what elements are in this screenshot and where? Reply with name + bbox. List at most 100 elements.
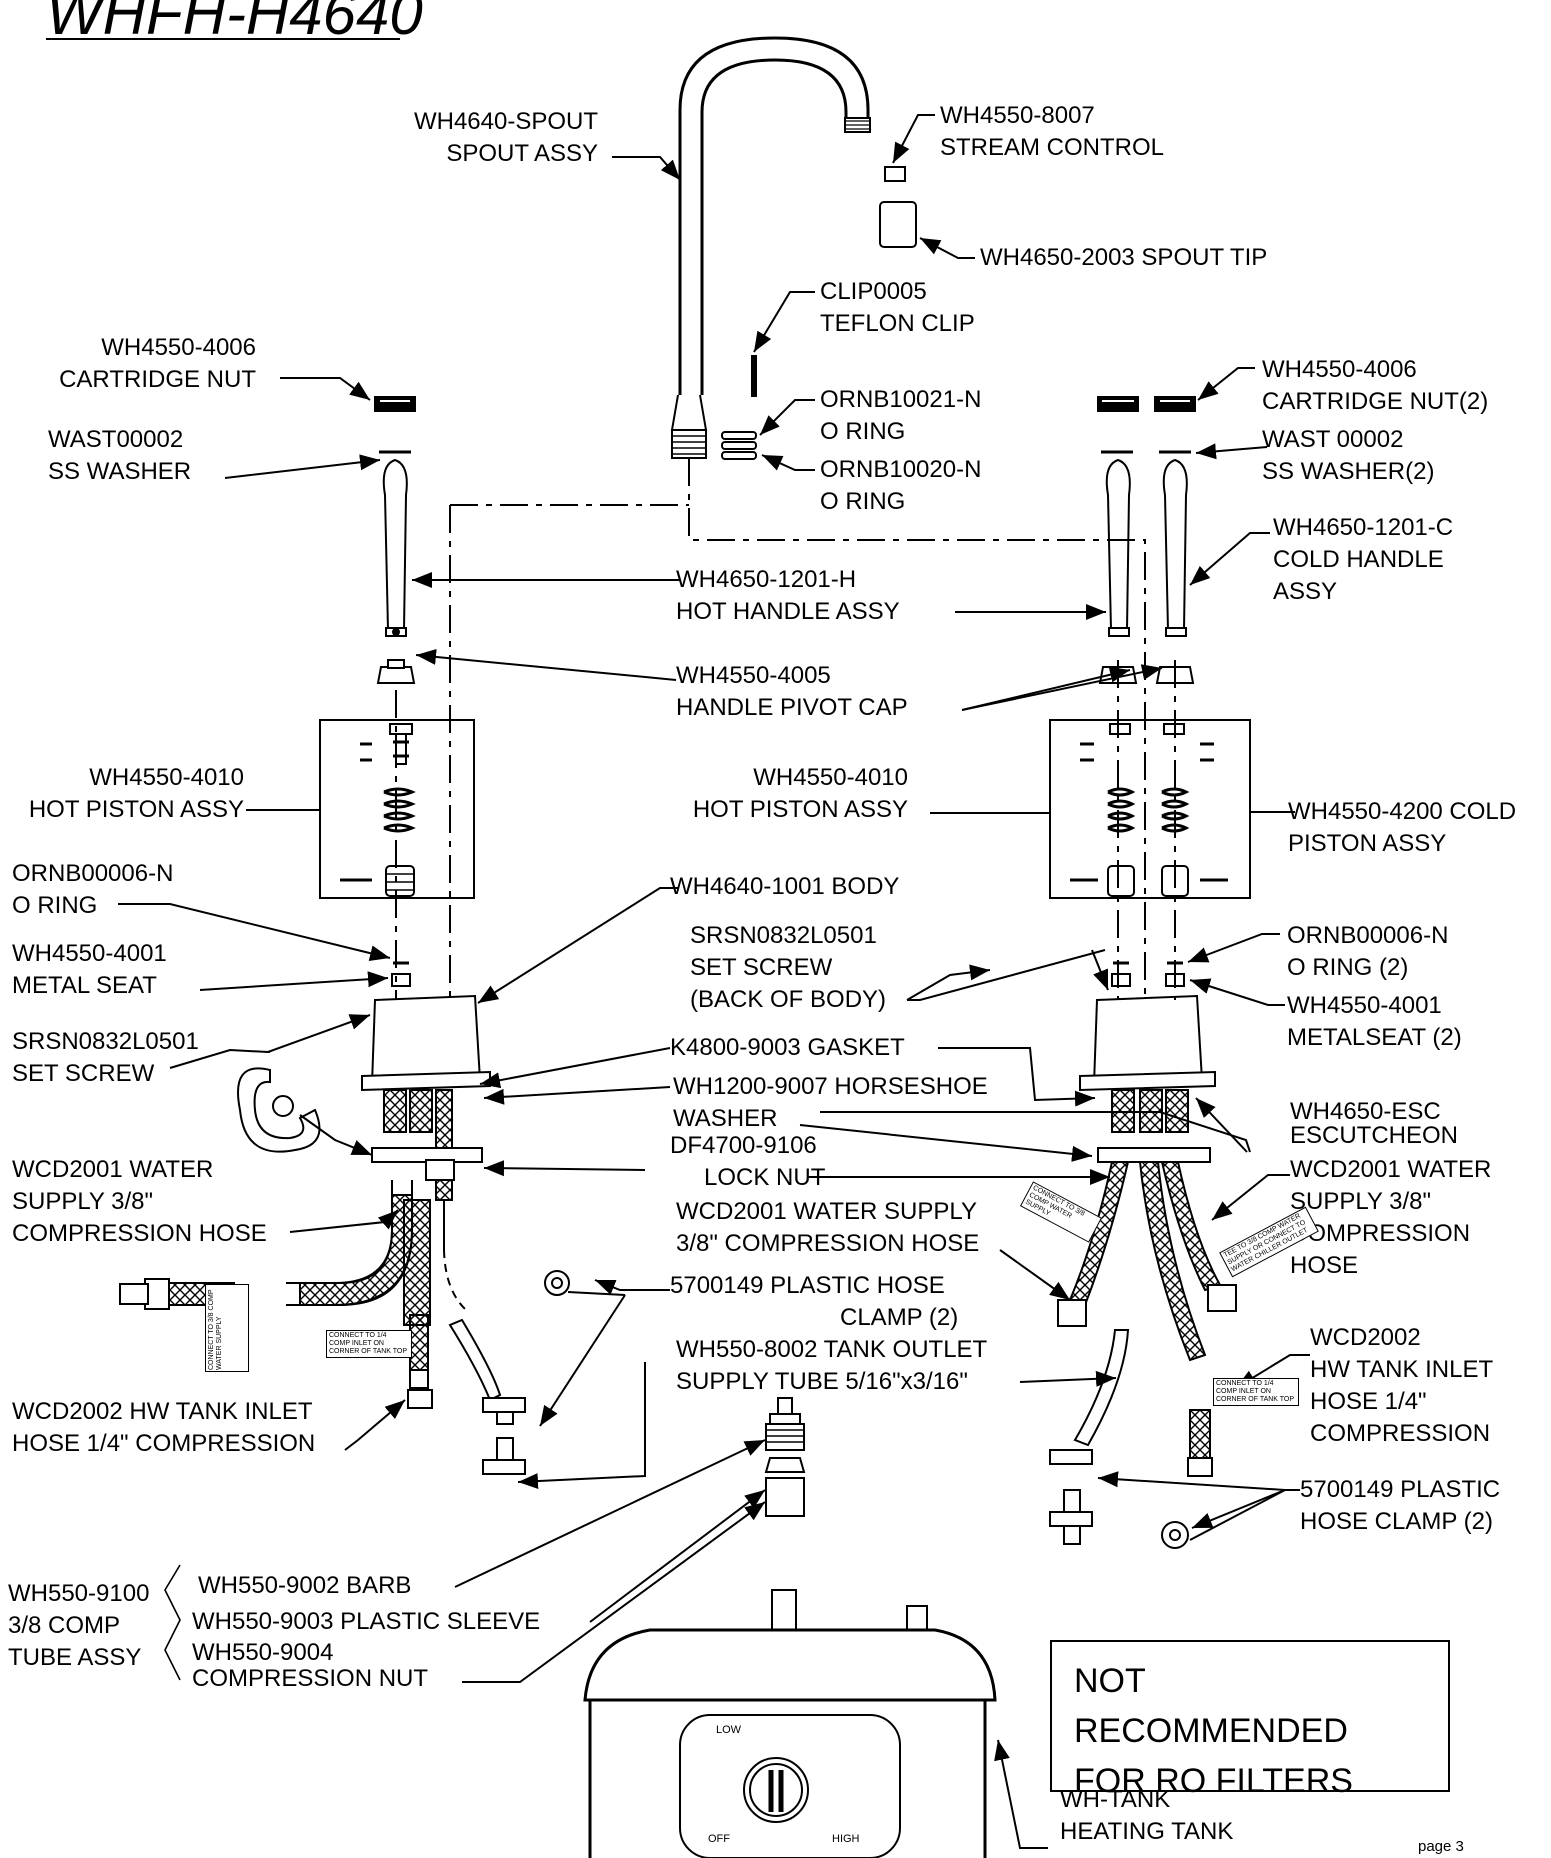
callout-comp-nut: WH550-9004 COMPRESSION NUT [192,1640,428,1692]
callout-text: WH4640-SPOUT [413,108,598,135]
callout-metal-seat-right: WH4550-4001 METALSEAT (2) [1287,990,1462,1054]
callout-tank-outlet: WH550-8002 TANK OUTLET SUPPLY TUBE 5/16"… [676,1334,987,1398]
callout-text: ASSY [1273,578,1338,605]
hose-tag-inlet-left: CONNECT TO 1/4 COMP INLET ON CORNER OF T… [326,1330,412,1358]
callout-hose-clamp-right: 5700149 PLASTIC HOSE CLAMP (2) [1300,1474,1500,1538]
callout-inlet-hose-right: WCD2002 HW TANK INLET HOSE 1/4" COMPRESS… [1310,1322,1493,1450]
callout-oring-left: ORNB00006-N O RING [12,858,173,922]
callout-horseshoe: WH1200-9007 HORSESHOE WASHER [673,1071,988,1135]
callout-text: WH4550-4001 [12,940,167,967]
callout-text: CLAMP (2) [840,1304,959,1331]
callout-text: WH4550-4006 [1262,356,1417,383]
callout-lock-nut: DF4700-9106 LOCK NUT [670,1130,825,1194]
callout-text: CLIP0005 [820,278,927,305]
callout-text: HOT PISTON ASSY [692,796,908,823]
stream-control [884,166,906,182]
callout-text: WH4650-2003 SPOUT TIP [980,244,1268,271]
callout-text: COMPRESSION HOSE [12,1220,267,1247]
callout-text: 3/8 COMP [8,1612,121,1639]
callout-text: PISTON ASSY [1288,830,1447,857]
callout-text: 5700149 PLASTIC [1300,1476,1501,1503]
callout-hot-piston-center: WH4550-4010 HOT PISTON ASSY [670,762,908,826]
callout-text: ORNB00006-N [12,860,174,887]
right-valve-stack [1049,396,1251,1549]
callout-cartridge-nut-right: WH4550-4006 CARTRIDGE NUT(2) [1262,354,1488,418]
callout-text: CARTRIDGE NUT [59,366,256,393]
callout-inlet-hose-left: WCD2002 HW TANK INLET HOSE 1/4" COMPRESS… [12,1396,315,1460]
callout-oring-right: ORNB00006-N O RING (2) [1287,920,1448,984]
spout-assy [670,36,871,459]
callout-text: WH4550-8007 [940,102,1095,129]
callout-text: SS WASHER(2) [1262,458,1435,485]
callout-text: O RING [12,892,98,919]
dial-high-label: HIGH [832,1833,860,1845]
callout-text: WAST 00002 [1262,426,1404,453]
callout-body: WH4640-1001 BODY [670,871,899,903]
left-valve-stack [119,396,570,1475]
callout-hose-clamp-center: 5700149 PLASTIC HOSE CLAMP (2) [670,1270,958,1334]
callout-text: HOT PISTON ASSY [28,796,244,823]
callout-cartridge-nut-left: WH4550-4006 CARTRIDGE NUT [44,332,256,396]
callout-hose-left: WCD2001 WATER SUPPLY 3/8" COMPRESSION HO… [12,1154,267,1250]
callout-hose-center: WCD2001 WATER SUPPLY 3/8" COMPRESSION HO… [676,1196,979,1260]
callout-text: WH4550-4200 COLD [1288,798,1517,825]
title-underline [46,38,400,40]
callout-set-screw-left: SRSN0832L0501 SET SCREW [12,1026,199,1090]
callout-text: WH4640-1001 BODY [670,873,900,900]
callout-text: SRSN0832L0501 [690,922,877,949]
callout-text: O RING (2) [1287,954,1409,981]
callout-text: WH550-9004 [192,1639,334,1666]
callout-cold-piston: WH4550-4200 COLD PISTON ASSY [1288,796,1516,860]
callout-comp-tube: WH550-9100 3/8 COMP TUBE ASSY [8,1578,149,1674]
callout-set-screw-center: SRSN0832L0501 SET SCREW (BACK OF BODY) [690,920,886,1016]
callout-pivot-cap: WH4550-4005 HANDLE PIVOT CAP [676,660,908,724]
callout-text: HOSE 1/4" COMPRESSION [12,1430,316,1457]
diagram-title: WHFH-H4640 [46,0,423,47]
callout-text: WCD2002 HW TANK INLET [12,1398,313,1425]
callout-escutcheon: WH4650-ESC ESCUTCHEON [1290,1100,1458,1148]
notice-line-2: FOR RO FILTERS [1074,1762,1353,1800]
callout-text: (BACK OF BODY) [690,986,887,1013]
callout-text: WH1200-9007 HORSESHOE [673,1073,988,1100]
callout-text: ORNB00006-N [1287,922,1449,949]
callout-text: CARTRIDGE NUT(2) [1262,388,1489,415]
callout-text: METAL SEAT [12,972,157,999]
callout-text: WH550-9002 BARB [198,1572,412,1599]
callout-cold-handle: WH4650-1201-C COLD HANDLE ASSY [1273,512,1453,608]
callout-text: WH550-9100 [8,1580,150,1607]
callout-text: COMPRESSION [1290,1220,1471,1247]
callout-text: COLD HANDLE [1273,546,1444,573]
callout-text: SET SCREW [690,954,833,981]
callout-text: WH4550-4010 [753,764,908,791]
dial-off-label: OFF [708,1833,730,1845]
callout-text: WCD2001 WATER [12,1156,214,1183]
compression-tube-parts [764,1397,806,1517]
callout-spout-tip: WH4650-2003 SPOUT TIP [980,242,1267,274]
callout-text: SET SCREW [12,1060,155,1087]
callout-text: DF4700-9106 [670,1132,817,1159]
callout-text: WH4650-1201-H [676,566,857,593]
callout-text: HEATING TANK [1060,1818,1234,1845]
callout-text: O RING [820,418,906,445]
callout-text: WH4550-4006 [101,334,256,361]
callout-metal-seat-left: WH4550-4001 METAL SEAT [12,938,167,1002]
callout-text: ESCUTCHEON [1290,1122,1459,1149]
callout-text: COMPRESSION NUT [192,1665,429,1692]
callout-oring-10021: ORNB10021-N O RING [820,384,981,448]
callout-text: SRSN0832L0501 [12,1028,199,1055]
spout-tip [879,201,917,248]
callout-text: WH4550-4001 [1287,992,1442,1019]
callout-ss-washer-right: WAST 00002 SS WASHER(2) [1262,424,1434,488]
callout-text: SPOUT ASSY [446,140,598,167]
callout-ss-washer-left: WAST00002 SS WASHER [48,424,191,488]
callout-sleeve: WH550-9003 PLASTIC SLEEVE [192,1606,540,1638]
callout-text: SS WASHER [48,458,192,485]
teflon-clip-and-orings [721,355,757,460]
callout-text: TEFLON CLIP [820,310,975,337]
callout-text: WH550-9003 PLASTIC SLEEVE [192,1608,541,1635]
callout-text: TUBE ASSY [8,1644,142,1671]
callout-gasket: K4800-9003 GASKET [670,1032,905,1064]
callout-text: HW TANK INLET [1310,1356,1494,1383]
callout-text: SUPPLY 3/8" [12,1188,154,1215]
